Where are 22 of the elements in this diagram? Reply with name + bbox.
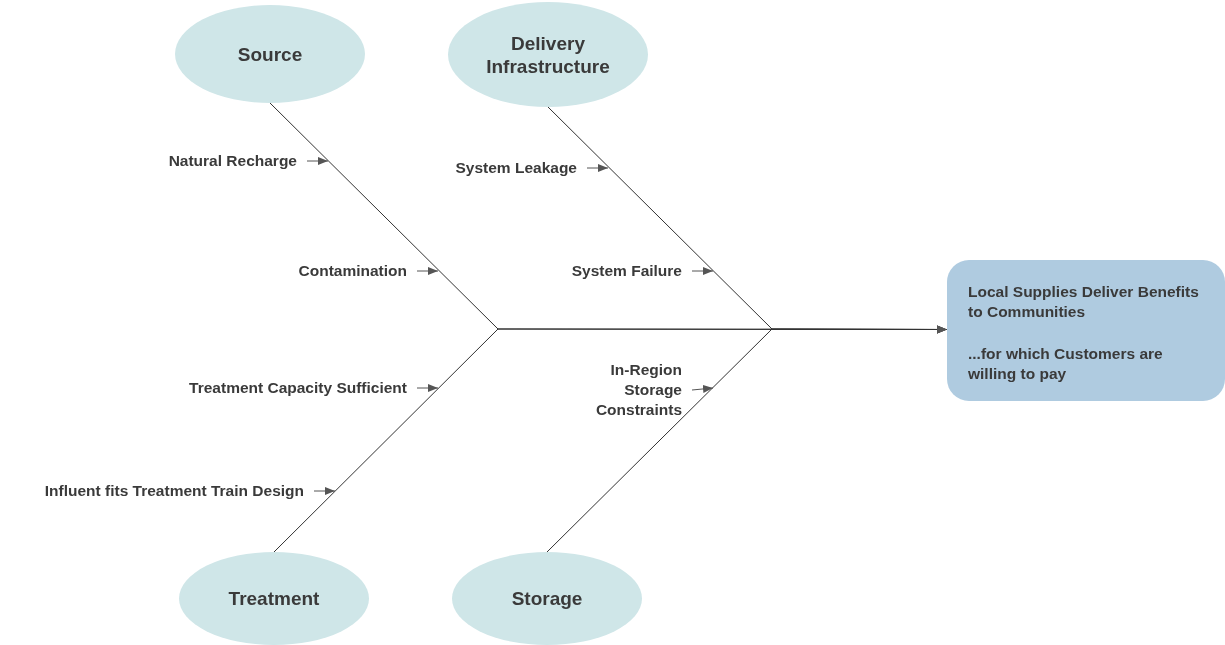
arrow — [306, 157, 329, 165]
category-label: Treatment — [228, 587, 320, 610]
category-label: Source — [237, 42, 303, 66]
cause-label: Natural Recharge — [168, 151, 297, 171]
arrow — [416, 384, 439, 392]
category-label: Delivery Infrastructure — [485, 31, 611, 78]
bone-arrow — [546, 325, 948, 553]
effect-box — [947, 260, 1225, 401]
arrow — [313, 487, 336, 495]
cause-label: In-Region Storage Constraints — [594, 360, 682, 420]
cause-label: Influent fits Treatment Train Design — [44, 481, 304, 501]
arrow — [691, 267, 714, 275]
arrow — [691, 384, 714, 393]
effect-text: Local Supplies Deliver Benefits to Communities — [968, 282, 1200, 322]
cause-label: Treatment Capacity Sufficient — [189, 378, 407, 398]
category-label: Storage — [511, 587, 583, 610]
cause-label: Contamination — [298, 261, 407, 281]
arrow — [416, 267, 439, 275]
effect-text: ...for which Customers are willing to pay — [968, 344, 1164, 384]
arrow — [586, 164, 609, 172]
cause-label: System Leakage — [455, 158, 577, 178]
cause-label: System Failure — [571, 261, 682, 281]
